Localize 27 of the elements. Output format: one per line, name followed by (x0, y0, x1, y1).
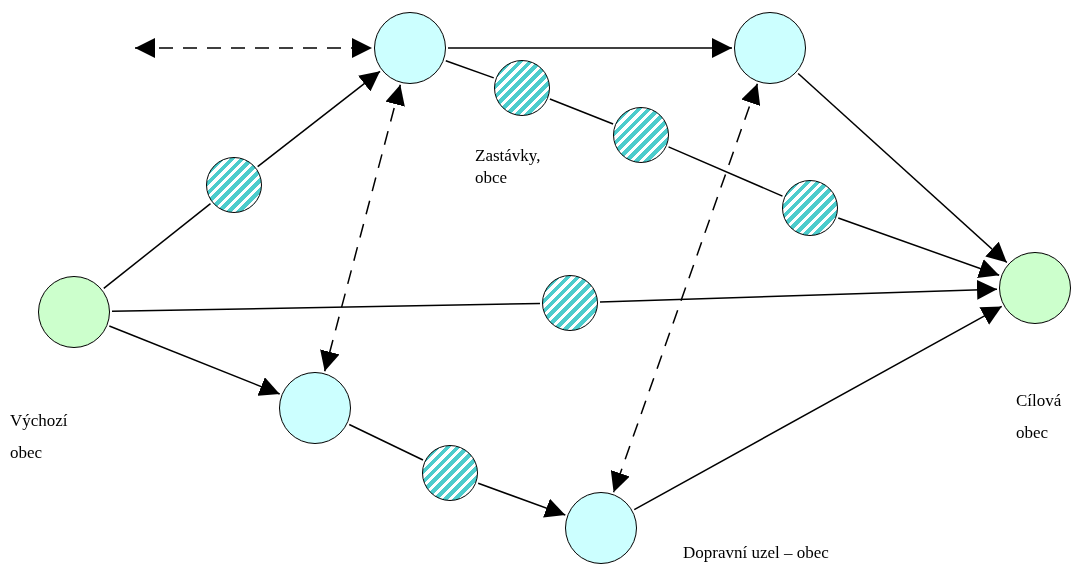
annotation-text: Cílová obec (1016, 390, 1063, 445)
stop-circle (613, 107, 669, 163)
dashed-arrow (320, 84, 405, 372)
annotation-text: Zastávky, obce (475, 145, 542, 190)
connector-line (445, 60, 495, 79)
connector-line (549, 98, 614, 125)
connector-line (103, 202, 212, 290)
arrow (837, 217, 1000, 278)
connector-line (667, 146, 784, 197)
stop-circle (494, 60, 550, 116)
dashed-arrow (134, 38, 373, 58)
arrow (599, 279, 998, 303)
connector-line (348, 423, 424, 461)
arrow (447, 38, 733, 58)
stop-circle (422, 445, 478, 501)
stop-circle (542, 275, 598, 331)
connector-line (111, 302, 541, 313)
arrow (797, 72, 1008, 264)
dashed-arrow (610, 83, 761, 493)
arrow (108, 325, 281, 396)
arrow (477, 482, 567, 518)
arrow (256, 70, 381, 168)
stop-circle (206, 157, 262, 213)
arrow (633, 305, 1003, 511)
stop-circle (782, 180, 838, 236)
node-caption: Výchozí obec (10, 410, 69, 465)
node-caption: Dopravní uzel – obec (683, 542, 830, 564)
